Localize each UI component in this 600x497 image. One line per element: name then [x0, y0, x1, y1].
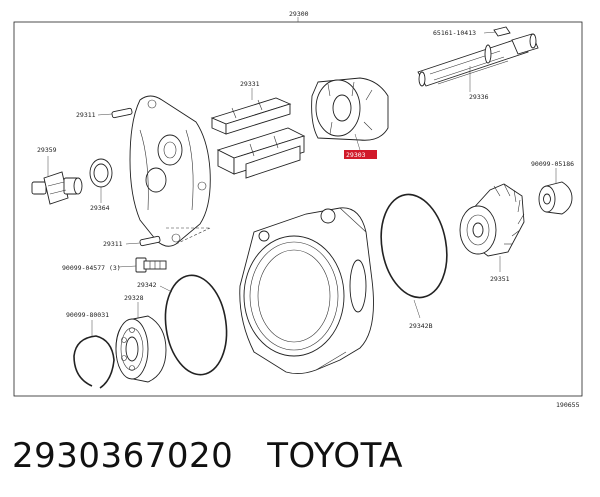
housing-part [239, 207, 374, 375]
part-number: 2930367020 [12, 436, 234, 476]
bushing-part [538, 181, 573, 215]
caption-line: 2930367020 TOYOTA [12, 436, 403, 476]
pin-lower [139, 235, 161, 247]
callout-29336: 29336 [469, 93, 489, 101]
callout-65161-10413: 65161-10413 [433, 29, 476, 37]
end-plate-part [129, 95, 211, 247]
washer-part [89, 158, 113, 188]
callout-29311-lower: 29311 [103, 240, 123, 248]
highlight-badge[interactable] [344, 150, 377, 159]
callout-90099-04577: 90099-04577 (3) [62, 264, 121, 272]
o-ring-29342 [164, 274, 228, 376]
pin-upper [111, 107, 133, 119]
bolt-part [135, 257, 167, 273]
fitting-part [31, 171, 83, 205]
callout-29303[interactable]: 29303 [346, 151, 366, 159]
bearing-part [115, 315, 167, 383]
callout-29351: 29351 [490, 275, 510, 283]
shaft-part [417, 33, 539, 87]
snap-ring-part [73, 335, 115, 389]
callout-29311-upper: 29311 [76, 111, 96, 119]
callout-29328: 29328 [124, 294, 144, 302]
callout-90099-80031: 90099-80031 [66, 311, 109, 319]
vane-upper [210, 97, 292, 135]
key-part [493, 26, 511, 37]
callout-29331: 29331 [240, 80, 260, 88]
assembly-number: 29300 [289, 10, 309, 18]
drawing-code: 190655 [556, 401, 580, 409]
rotor-part [311, 77, 389, 141]
callout-90099-05186: 90099-05186 [531, 160, 574, 168]
callout-29342: 29342 [137, 281, 157, 289]
brand-name: TOYOTA [267, 436, 403, 476]
callout-29342b: 29342B [409, 322, 433, 330]
callout-29364: 29364 [90, 204, 110, 212]
callout-29359: 29359 [37, 146, 57, 154]
o-ring-29342b [380, 193, 448, 299]
gear-part [459, 183, 525, 257]
vane-lower [216, 127, 306, 179]
